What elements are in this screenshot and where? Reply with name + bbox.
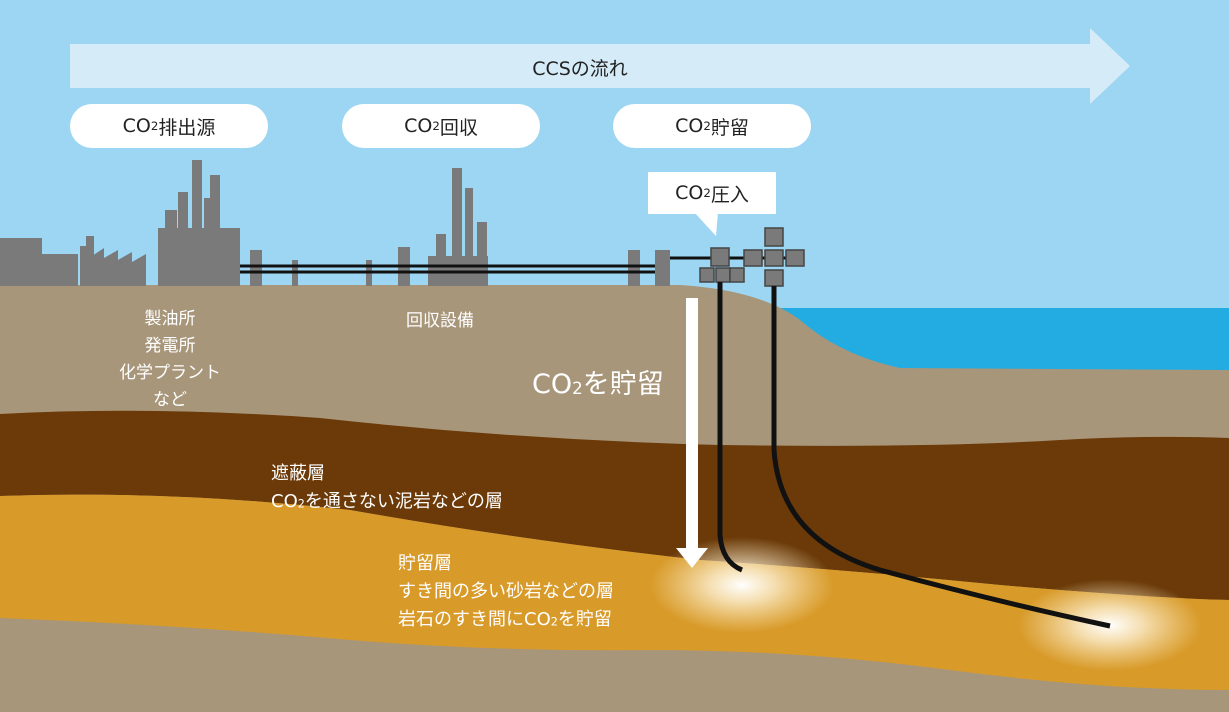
desc-subscript: 2 [297,497,305,511]
stage-subscript: 2 [150,119,159,133]
stage-text: CO [122,115,151,137]
stage-text: 貯留 [710,116,749,139]
flow-arrow [70,28,1130,104]
source-examples: 製油所 発電所 化学プラント など [100,306,240,414]
desc-text: を貯留 [557,609,612,630]
cap-layer-desc: CO2を通さない泥岩などの層 [271,488,503,519]
cap-layer-label: 遮蔽層 CO2を通さない泥岩などの層 [271,460,503,519]
reservoir-layer-title: 貯留層 [398,553,452,574]
label-text: CO [532,369,573,400]
callout-text: CO [675,182,704,204]
label-subscript: 2 [572,377,583,398]
reservoir-layer-desc: 岩石のすき間にCO2を貯留 [398,606,614,637]
reservoir-layer-desc: すき間の多い砂岩などの層 [398,581,614,602]
stage-text: CO [404,115,433,137]
stage-text: CO [675,115,704,137]
storage-arrow-shaft [686,298,698,548]
stage-text: 排出源 [158,116,216,139]
reservoir-layer-label: 貯留層 すき間の多い砂岩などの層 岩石のすき間にCO2を貯留 [398,550,614,637]
injection-well-deviated [771,286,1111,629]
desc-text: を通さない泥岩などの層 [304,491,503,512]
desc-subscript: 2 [550,615,558,629]
source-example: 発電所 [144,336,196,356]
stage-text: 回収 [439,116,478,139]
source-example: 化学プラント [119,363,221,383]
reservoir-layer [0,494,1229,690]
stage-subscript: 2 [432,119,440,133]
callout-pointer [694,212,718,236]
cap-layer [0,410,1229,600]
capture-facility-label: 回収設備 [406,311,474,331]
wellheads [699,227,805,287]
callout-subscript: 2 [703,186,711,200]
storage-arrow-head [676,548,708,568]
label-text: を貯留 [582,369,664,400]
desc-text: CO [524,609,551,630]
desc-text: CO [271,491,298,512]
stage-subscript: 2 [703,119,711,133]
injection-well-vertical [717,282,744,573]
co2-storage-glow [650,537,834,633]
cap-layer-title: 遮蔽層 [271,463,325,484]
storage-arrow-label: CO2を貯留 [532,362,664,401]
source-example: など [153,390,187,410]
flow-arrow-label: CCSの流れ [532,58,628,80]
source-example: 製油所 [144,309,196,329]
desc-text: 岩石のすき間に [398,609,524,630]
callout-text: 圧入 [710,183,749,206]
